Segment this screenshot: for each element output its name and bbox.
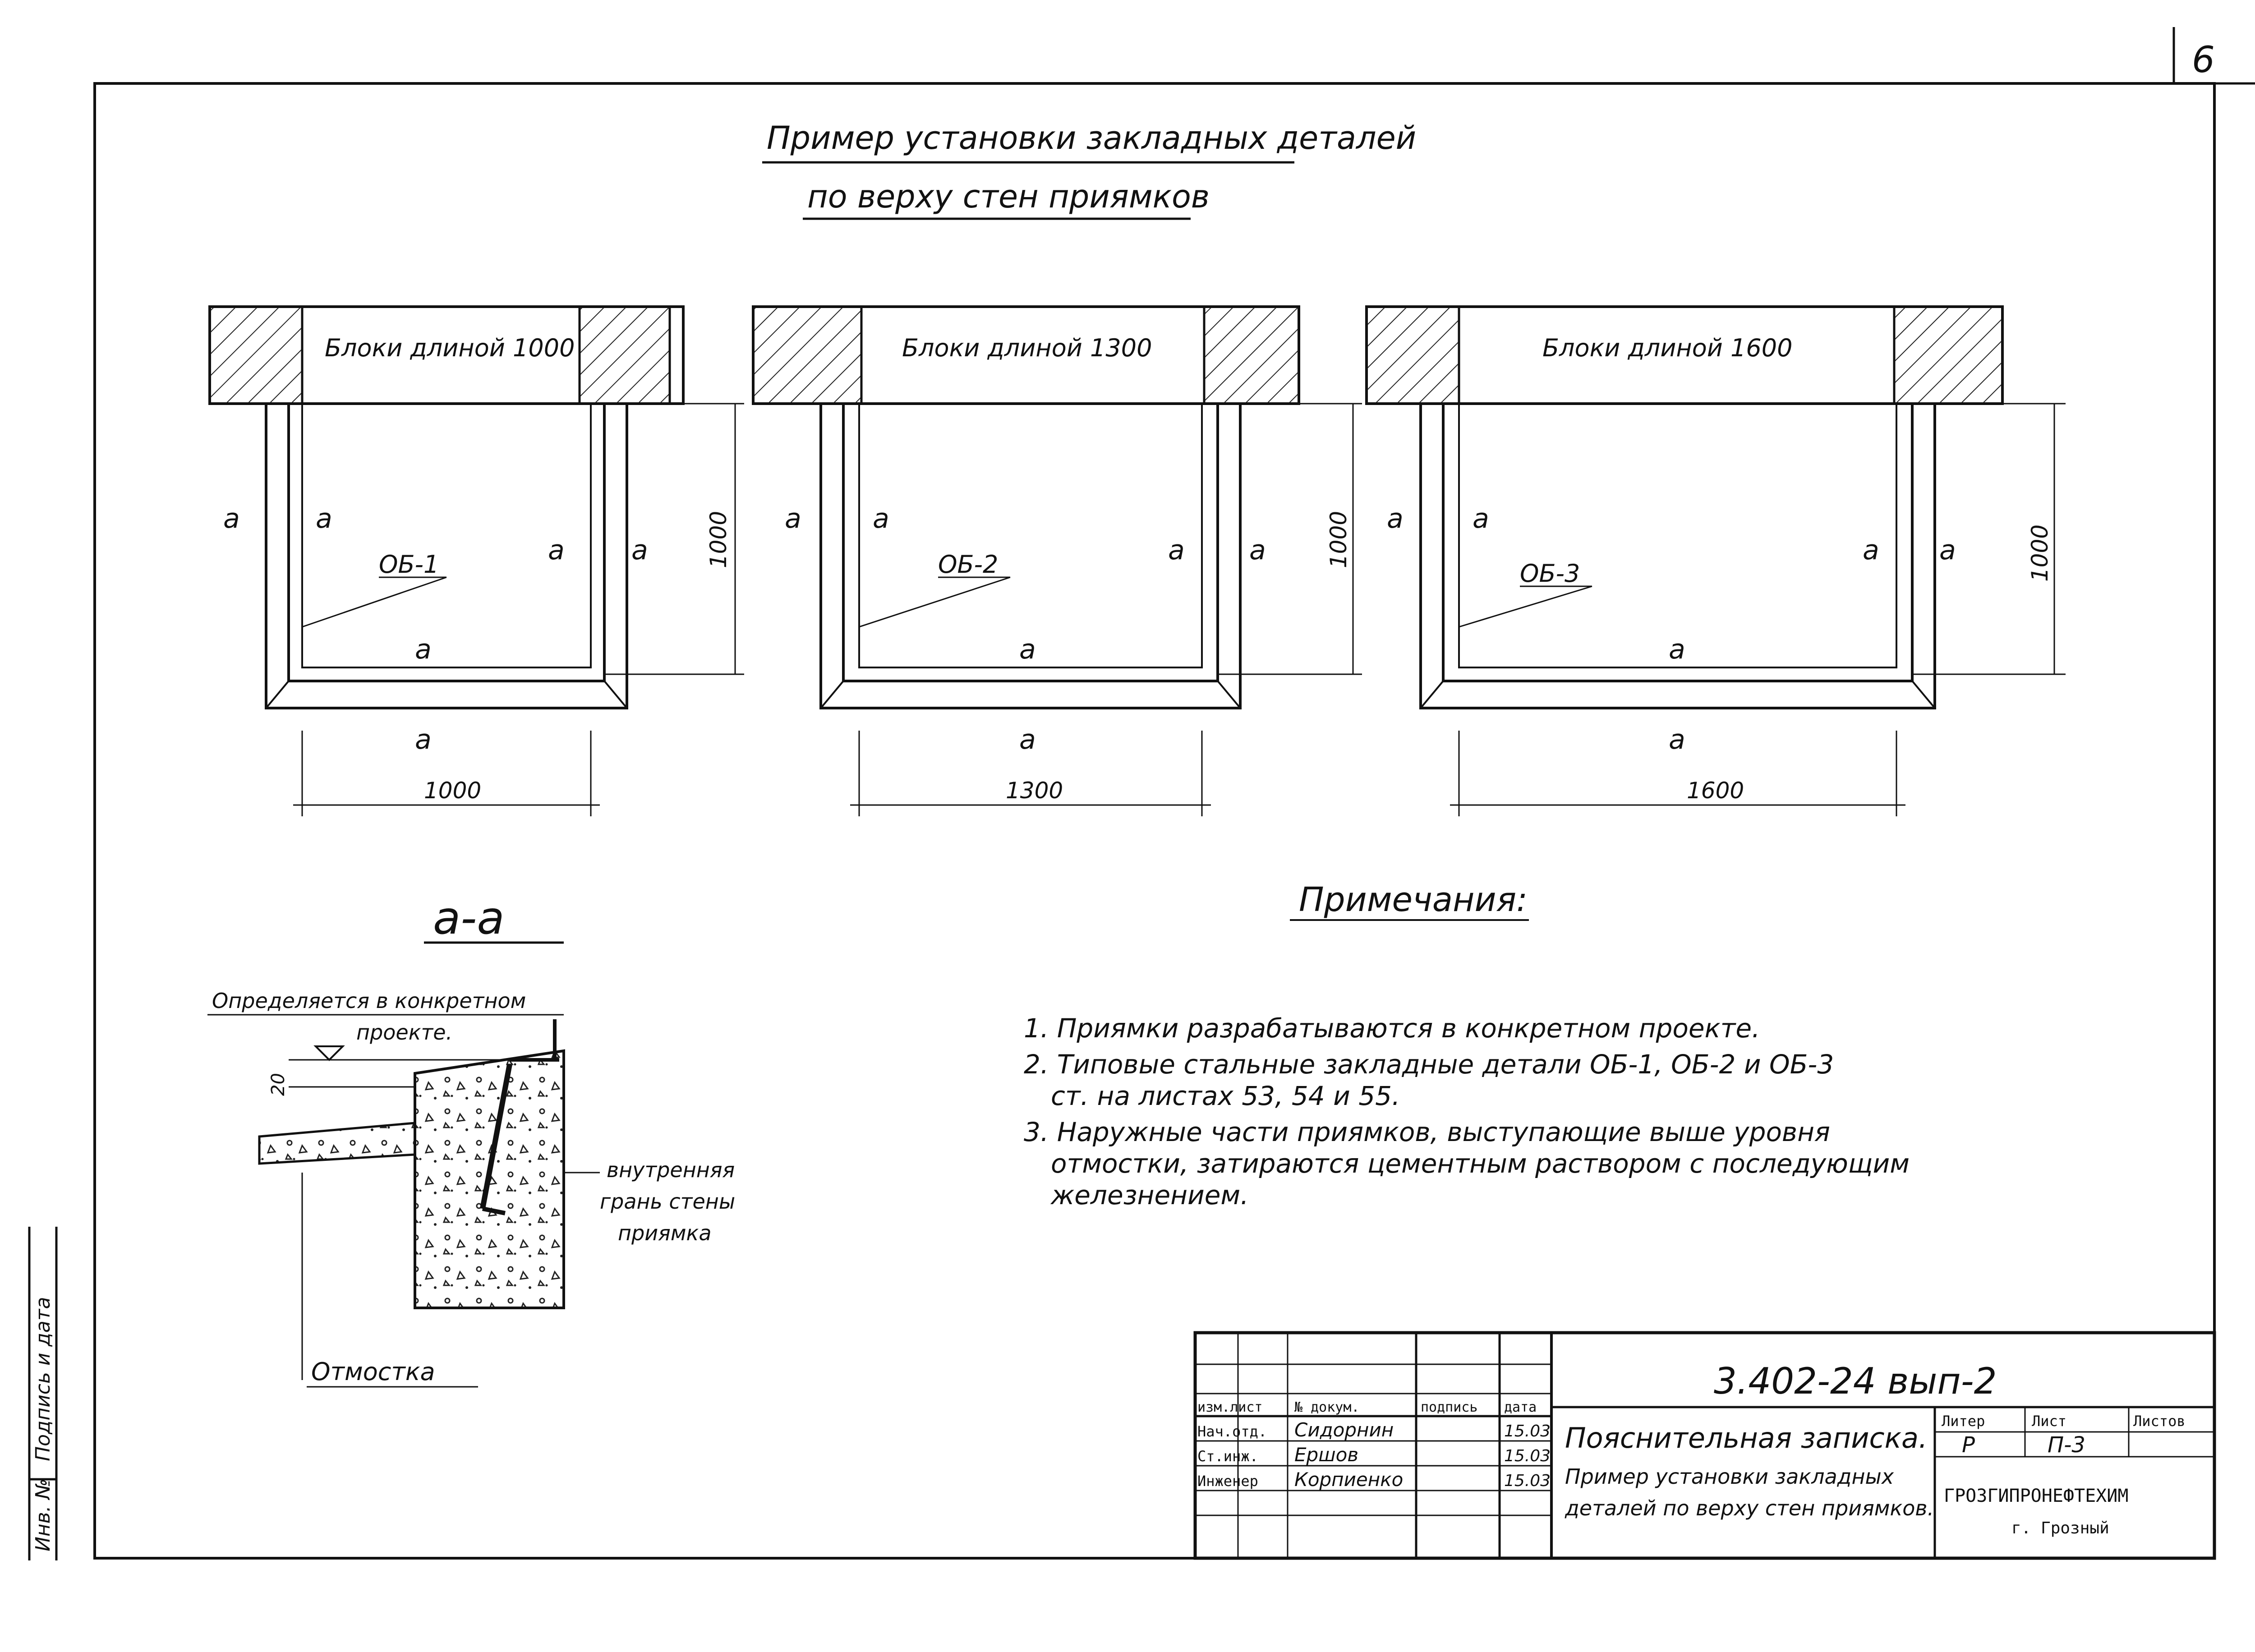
header-col1: изм.лист xyxy=(1197,1399,1263,1415)
litera-value: Р xyxy=(1962,1432,1975,1458)
panel-3-section-mark-in-left: а xyxy=(1473,503,1489,534)
panel-3-section-mark-left: а xyxy=(1387,503,1404,534)
sheet-number: 6 xyxy=(2192,39,2215,81)
sheets-header: Листов xyxy=(2133,1413,2186,1430)
inner-face-line2: грань стены xyxy=(600,1189,735,1214)
row1-role: Нач.отд. xyxy=(1197,1423,1267,1440)
doc-sub1: Пример установки закладных xyxy=(1565,1464,1894,1489)
side-inv: Инв. № xyxy=(32,1479,55,1551)
litera-header: Литер xyxy=(1942,1413,1985,1430)
row2-date: 15.03 xyxy=(1504,1447,1551,1465)
panel-3-height-dim: 1000 xyxy=(2027,525,2053,582)
header-col4: дата xyxy=(1504,1399,1537,1415)
row3-role: Инженер xyxy=(1197,1473,1258,1490)
note-3-cont1: отмостки, затираются цементным раствором… xyxy=(1051,1148,1910,1179)
panel-1-section-mark-right: а xyxy=(631,534,648,566)
drawing-title-line2: по верху стен приямков xyxy=(807,178,1210,215)
note-1: 1. Приямки разрабатываются в конкретном … xyxy=(1024,1013,1760,1044)
panel-3-width-dim: 1600 xyxy=(1687,778,1744,804)
org-city: г. Грозный xyxy=(2011,1519,2109,1537)
row3-name: Корпиенко xyxy=(1294,1468,1403,1491)
row2-name: Ершов xyxy=(1294,1444,1358,1466)
ground-label: Отмостка xyxy=(311,1357,435,1386)
panel-3: Блоки длиной 1600 1000 1600 ОБ-3 а а а а… xyxy=(1365,305,2066,816)
panel-2-section-mark-left: а xyxy=(785,503,801,534)
panel-3-section-mark-in-right: а xyxy=(1863,534,1879,566)
panel-2-section-mark-bottom: а xyxy=(1019,634,1036,665)
notes-heading: Примечания: xyxy=(1299,880,1528,919)
panel-1-section-mark-bottom: а xyxy=(415,634,432,665)
side-stamp: Инв. № Подпись и дата xyxy=(28,1227,58,1560)
note-2-cont: ст. на листах 53, 54 и 55. xyxy=(1051,1081,1400,1111)
panel-2: Блоки длиной 1300 1000 1300 ОБ-2 а а а а… xyxy=(752,305,1362,816)
panel-3-block-label: Блоки длиной 1600 xyxy=(1542,334,1792,362)
panel-2-height-dim: 1000 xyxy=(1325,511,1352,568)
sheet-value: П-3 xyxy=(2048,1432,2085,1458)
inner-face-line1: внутренняя xyxy=(607,1158,735,1182)
section-title: а-а xyxy=(433,892,505,944)
sheet-header: Лист xyxy=(2032,1413,2066,1430)
panel-2-section-mark-in-left: а xyxy=(873,503,889,534)
panel-1-section-mark-left: а xyxy=(223,503,240,534)
panel-1: Блоки длиной 1000 1000 1000 ОБ-1 а а а а… xyxy=(208,305,744,816)
panel-2-part-label: ОБ-2 xyxy=(938,550,998,579)
drawing-title-line1: Пример установки закладных деталей xyxy=(767,120,1416,156)
panel-1-section-mark-under: а xyxy=(415,724,432,755)
panel-3-section-mark-bottom: а xyxy=(1669,634,1685,665)
row1-date: 15.03 xyxy=(1504,1422,1551,1440)
doc-code: 3.402-24 вып-2 xyxy=(1714,1360,1997,1402)
row2-role: Ст.инж. xyxy=(1197,1448,1258,1465)
doc-title: Пояснительная записка. xyxy=(1565,1422,1928,1454)
org-name: ГРОЗГИПРОНЕФТЕХИМ xyxy=(1944,1486,2128,1506)
panel-1-section-mark-in-right: а xyxy=(548,534,565,566)
section-a-a: а-а Определяется в конкретном проекте. 2… xyxy=(207,892,735,1388)
panel-2-section-mark-in-right: а xyxy=(1168,534,1185,566)
note-2: 2. Типовые стальные закладные детали ОБ-… xyxy=(1024,1049,1834,1080)
note-3-cont2: железнением. xyxy=(1050,1180,1249,1210)
notes: Примечания: 1. Приямки разрабатываются в… xyxy=(1024,880,1910,1210)
panel-1-part-label: ОБ-1 xyxy=(379,550,439,579)
panel-1-section-mark-in-left: а xyxy=(316,503,332,534)
row1-name: Сидорнин xyxy=(1294,1419,1394,1441)
panel-3-part-label: ОБ-3 xyxy=(1520,559,1580,588)
panel-3-section-mark-under: а xyxy=(1669,724,1685,755)
inner-face-line3: приямка xyxy=(618,1221,712,1245)
note-3: 3. Наружные части приямков, выступающие … xyxy=(1024,1117,1830,1147)
panel-2-section-mark-under: а xyxy=(1019,724,1036,755)
title-block: 3.402-24 вып-2 изм.лист № докум. подпись… xyxy=(1193,1331,2216,1560)
doc-sub2: деталей по верху стен приямков. xyxy=(1565,1496,1934,1520)
panel-2-section-mark-right: а xyxy=(1249,534,1266,566)
panel-2-block-label: Блоки длиной 1300 xyxy=(902,334,1152,362)
side-sign-date: Подпись и дата xyxy=(32,1297,55,1461)
section-dim: 20 xyxy=(268,1073,289,1096)
section-note-top-line1: Определяется в конкретном xyxy=(212,989,526,1013)
section-note-top-line2: проекте. xyxy=(356,1020,452,1045)
panel-3-section-mark-right: а xyxy=(1939,534,1956,566)
panel-1-width-dim: 1000 xyxy=(424,778,481,804)
panel-2-width-dim: 1300 xyxy=(1006,778,1063,804)
row3-date: 15.03 xyxy=(1504,1472,1551,1490)
panel-1-height-dim: 1000 xyxy=(705,511,732,568)
header-col3: подпись xyxy=(1421,1399,1477,1415)
sheet-frame xyxy=(93,27,2255,1560)
header-col2: № докум. xyxy=(1294,1399,1360,1415)
panel-1-block-label: Блоки длиной 1000 xyxy=(325,334,575,362)
